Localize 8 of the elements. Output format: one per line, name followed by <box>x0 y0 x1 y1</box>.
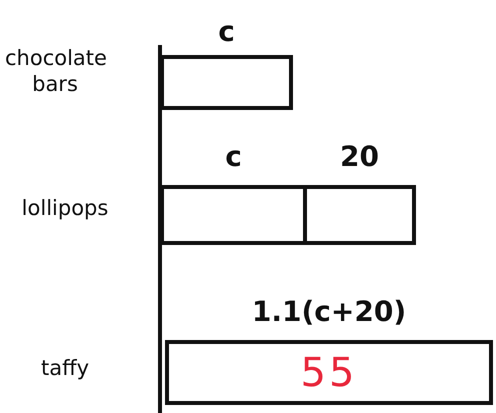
category-label: chocolate bars <box>5 45 105 97</box>
number-label: 20 <box>339 140 380 174</box>
variable-label: c <box>224 140 243 174</box>
category-label: taffy <box>40 355 90 381</box>
category-label: lollipops <box>20 195 110 221</box>
variable-label: c <box>217 15 236 49</box>
tape-bar: 55 <box>165 340 493 405</box>
expression-label: 1.1(c+20) <box>250 295 408 329</box>
